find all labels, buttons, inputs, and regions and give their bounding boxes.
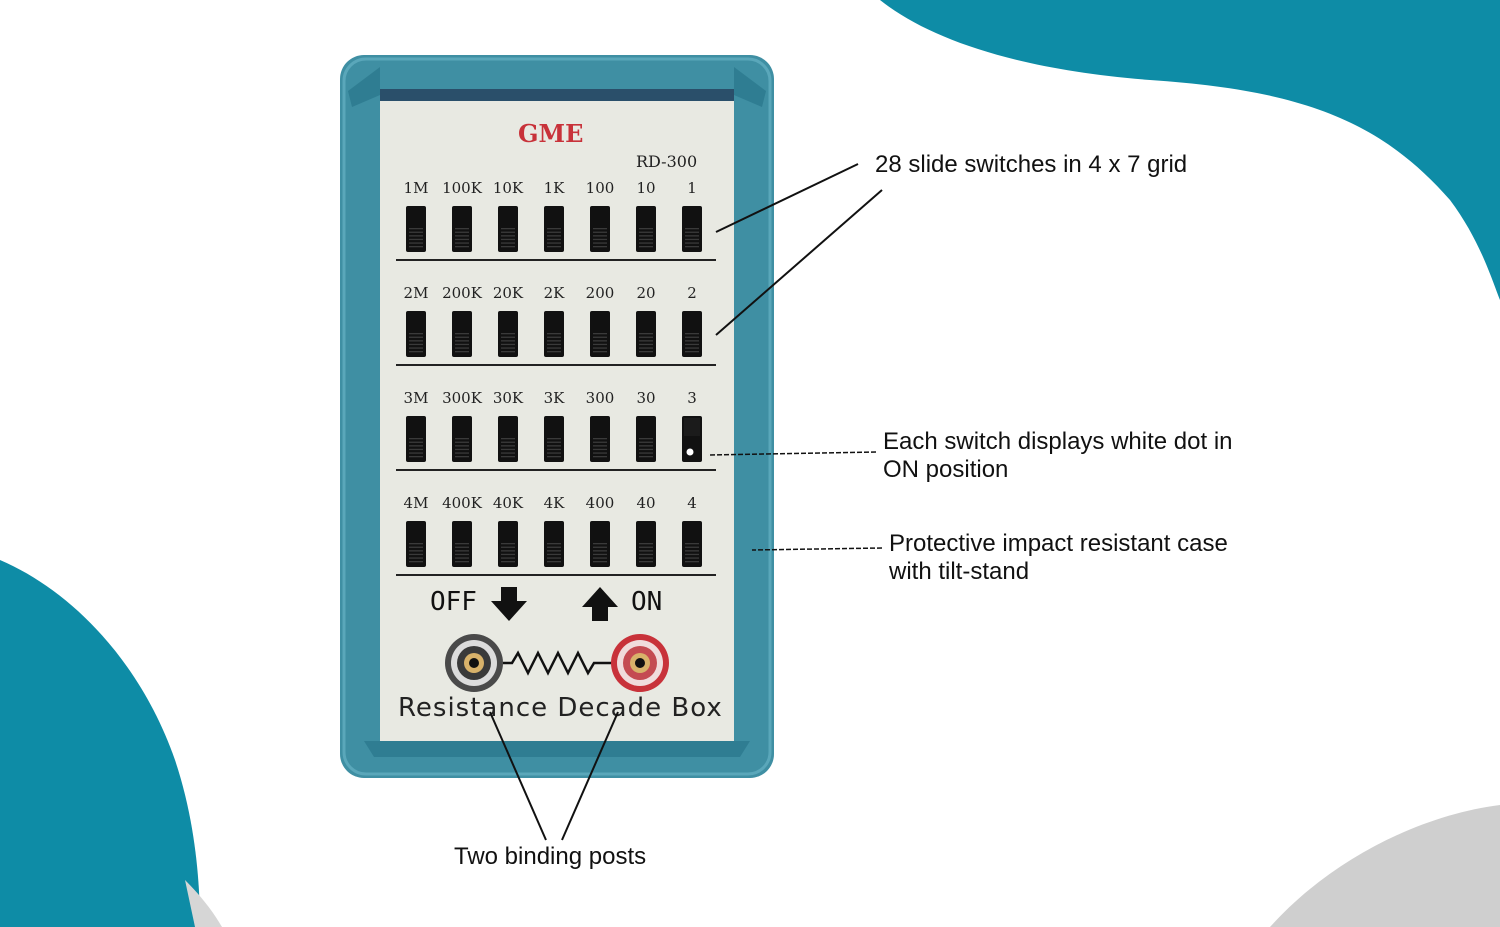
model-number: RD-300 — [636, 152, 698, 171]
row-divider — [396, 364, 716, 366]
callout-case-line2: with tilt-stand — [889, 558, 1030, 585]
slide-switch[interactable] — [406, 416, 426, 462]
callout-case-line1: Protective impact resistant case — [889, 530, 1228, 557]
switch-label: 1 — [687, 179, 697, 197]
switch-label: 40K — [492, 494, 524, 512]
slide-switch[interactable] — [452, 206, 472, 252]
slide-switch[interactable] — [406, 521, 426, 567]
switch-label: 3K — [543, 389, 565, 407]
switch-label: 300K — [442, 389, 482, 407]
switch-label: 4K — [543, 494, 565, 512]
off-label: OFF — [430, 587, 477, 617]
slide-switch[interactable] — [590, 311, 610, 357]
switch-label: 2M — [403, 284, 429, 302]
slide-switch[interactable] — [498, 206, 518, 252]
slide-switch[interactable] — [452, 416, 472, 462]
black-binding-post[interactable] — [445, 634, 503, 692]
switch-label: 100 — [585, 179, 615, 197]
switch-label: 40 — [636, 494, 656, 512]
switch-label: 300 — [585, 389, 615, 407]
switch-label: 30 — [636, 389, 656, 407]
switch-label: 2 — [687, 284, 697, 302]
switch-label: 4M — [403, 494, 429, 512]
brand-logo: GME — [518, 119, 584, 148]
switch-label: 30K — [492, 389, 524, 407]
case-bottom-lip — [364, 741, 750, 757]
switch-label: 200K — [442, 284, 482, 302]
row-divider — [396, 574, 716, 576]
resistor-symbol — [503, 650, 612, 676]
slide-switch[interactable] — [636, 206, 656, 252]
slide-switch[interactable] — [544, 416, 564, 462]
slide-switch[interactable] — [636, 521, 656, 567]
on-indicator-dot — [686, 448, 694, 456]
switch-label: 2K — [543, 284, 565, 302]
callout-white-dot-line2: ON position — [883, 456, 1009, 483]
gray-blob-bottom-left — [185, 880, 222, 927]
teal-blob-bottom-left — [0, 560, 200, 927]
callout-posts: Two binding posts — [454, 843, 647, 870]
switch-label: 1K — [543, 179, 565, 197]
slide-switch[interactable] — [452, 311, 472, 357]
slide-switch[interactable] — [636, 416, 656, 462]
switch-label: 3 — [687, 389, 697, 407]
slide-switch[interactable] — [590, 416, 610, 462]
slide-switch[interactable] — [682, 521, 702, 567]
slide-switch[interactable] — [406, 311, 426, 357]
slide-switch[interactable] — [590, 521, 610, 567]
slide-switch[interactable] — [544, 206, 564, 252]
on-label: ON — [631, 587, 663, 617]
case-top-left-tab — [348, 67, 380, 107]
teal-blob-top-right — [880, 0, 1500, 300]
slide-switch[interactable] — [406, 206, 426, 252]
switch-label: 400K — [442, 494, 482, 512]
device-title: Resistance Decade Box — [398, 693, 723, 723]
callout-white-dot-line1: Each switch displays white dot in — [883, 428, 1233, 455]
switch-label: 20K — [492, 284, 524, 302]
slide-switch[interactable] — [636, 311, 656, 357]
slide-switch[interactable] — [498, 311, 518, 357]
decade-box-device: GME RD-300 1M 100K 10K 1K 100 10 1 2M 200K 20K 2K 2… — [340, 55, 774, 778]
row-divider — [396, 469, 716, 471]
slide-switch[interactable] — [544, 311, 564, 357]
red-binding-post[interactable] — [611, 634, 669, 692]
switch-label: 100K — [442, 179, 482, 197]
switch-label: 200 — [585, 284, 615, 302]
slide-switch[interactable] — [498, 521, 518, 567]
arrow-down-icon — [491, 587, 527, 621]
callout-switches: 28 slide switches in 4 x 7 grid — [875, 151, 1188, 178]
switch-label: 20 — [636, 284, 656, 302]
slide-switch[interactable] — [544, 521, 564, 567]
slide-switch[interactable] — [590, 206, 610, 252]
gray-blob-bottom-right — [1270, 805, 1500, 927]
slide-switch[interactable] — [682, 416, 702, 462]
row-divider — [396, 259, 716, 261]
switch-label: 10 — [636, 179, 656, 197]
slide-switch[interactable] — [498, 416, 518, 462]
arrow-up-icon — [582, 587, 618, 621]
slide-switch[interactable] — [452, 521, 472, 567]
switch-label: 4 — [687, 494, 697, 512]
switch-label: 400 — [585, 494, 615, 512]
switch-label: 1M — [403, 179, 429, 197]
slide-switch[interactable] — [682, 311, 702, 357]
switch-label: 3M — [403, 389, 429, 407]
case-top-right-tab — [734, 67, 766, 107]
binding-posts — [445, 634, 669, 692]
case-edge-highlight — [342, 57, 772, 776]
slide-switch[interactable] — [682, 206, 702, 252]
switch-label: 10K — [492, 179, 524, 197]
panel-top-rail — [380, 89, 734, 101]
